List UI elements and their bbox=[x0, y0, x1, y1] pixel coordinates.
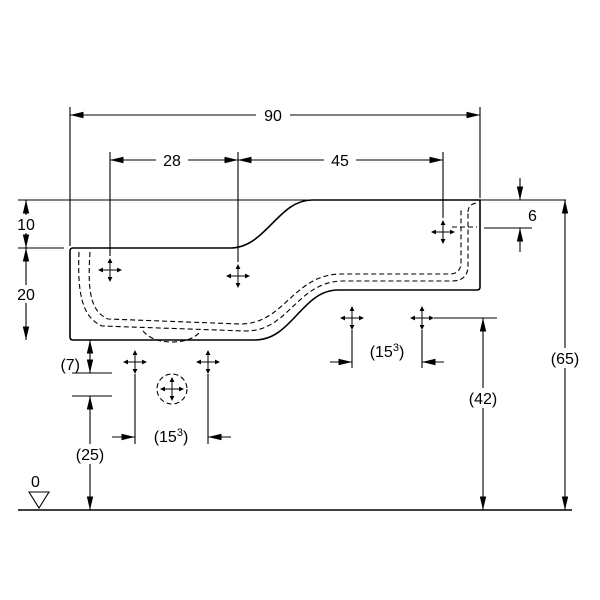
dimension-fixing-spacing-left: (153) bbox=[112, 374, 231, 446]
fixing-hole-cross bbox=[97, 257, 123, 283]
dimension-right-rim-depth: 6 bbox=[484, 178, 537, 252]
dimension-label: 28 bbox=[163, 153, 181, 170]
tap-hole-circle bbox=[156, 373, 188, 405]
label-background bbox=[69, 444, 111, 464]
inner-contour-outer-dashed bbox=[78, 212, 469, 332]
dimension-underside-offset: (7) bbox=[60, 340, 112, 374]
label-background bbox=[13, 285, 39, 303]
dimension-overall-width: 90 bbox=[69, 105, 481, 246]
fixing-hole-cross bbox=[122, 349, 148, 375]
dimension-label: (7) bbox=[60, 357, 80, 374]
label-background bbox=[462, 388, 504, 408]
fixing-hole-cross bbox=[195, 349, 221, 375]
dimension-label: (65) bbox=[551, 351, 579, 368]
dimension-fixing-spacing-right: (153) bbox=[330, 330, 444, 368]
datum-label: 0 bbox=[31, 474, 40, 491]
datum-triangle-icon bbox=[28, 491, 50, 510]
dimension-label: 90 bbox=[264, 108, 282, 125]
dimension-trap-height: (25) bbox=[69, 395, 112, 510]
inner-contour-inner-dashed bbox=[88, 210, 462, 325]
dimension-label: 45 bbox=[331, 153, 349, 170]
fixing-hole-cross bbox=[409, 305, 435, 331]
fixing-hole-cross bbox=[430, 219, 456, 245]
dimension-label: 20 bbox=[17, 287, 35, 304]
label-background bbox=[324, 150, 356, 170]
label-background bbox=[256, 105, 290, 125]
dimension-label: (42) bbox=[469, 391, 497, 408]
dimension-label: 6 bbox=[528, 208, 537, 225]
dimension-fixing-height: (42) bbox=[434, 317, 504, 510]
dimension-rim-drop: 10 bbox=[13, 200, 64, 249]
dimension-right-section: 45 bbox=[238, 150, 444, 218]
dimension-left-section: 28 bbox=[109, 150, 239, 262]
dimension-left-depth: 20 bbox=[13, 248, 39, 340]
washbasin-outline bbox=[69, 199, 481, 341]
dimension-label: (25) bbox=[76, 447, 104, 464]
corner-dashed bbox=[467, 202, 479, 213]
dimension-label: (153) bbox=[370, 342, 405, 361]
dimension-top-height: (65) bbox=[544, 200, 586, 510]
label-background bbox=[544, 348, 586, 368]
dimension-label: 10 bbox=[17, 217, 35, 234]
label-background bbox=[156, 150, 188, 170]
fixing-hole-cross bbox=[339, 305, 365, 331]
label-background bbox=[13, 215, 39, 233]
fixing-holes bbox=[97, 219, 456, 402]
datum-zero: 0 bbox=[28, 474, 50, 510]
dimension-label: (153) bbox=[154, 427, 189, 446]
structure bbox=[18, 199, 572, 511]
fixing-hole-cross bbox=[225, 263, 251, 289]
drain-recess-dashed bbox=[142, 330, 202, 343]
tap-hole-cross bbox=[159, 376, 185, 402]
